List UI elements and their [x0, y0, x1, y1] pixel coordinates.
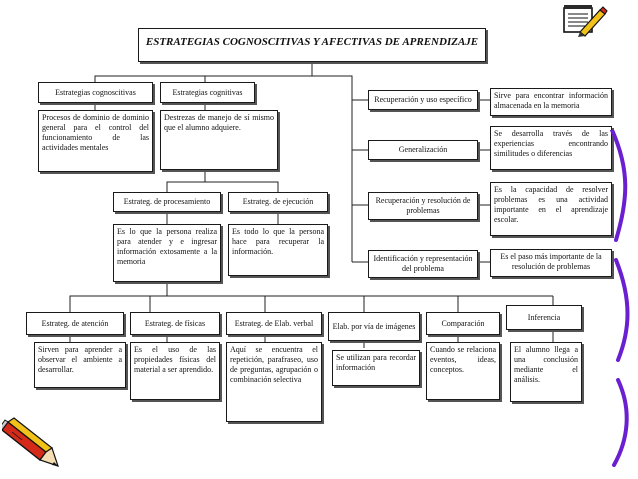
node-cognoscitivas: Estrategias cognoscitivas: [38, 82, 153, 103]
node-ejecucion-desc: Es todo lo que la persona hace para recu…: [228, 224, 328, 276]
node-procesamiento-desc: Es lo que la persona realiza para atende…: [113, 224, 221, 282]
node-generalizacion: Generalización: [368, 140, 478, 160]
node-identificacion: Identificación y representación del prob…: [368, 250, 478, 278]
node-inferencia-desc: El alumno llega a una conclusión mediant…: [510, 342, 582, 402]
node-fisicas-desc: Es el uso de las propiedades físicas del…: [130, 342, 220, 400]
node-imagenes: Elab. por vía de imágenes: [328, 312, 420, 341]
node-verbal-desc: Aquí se encuentra el repetición, parafra…: [226, 342, 322, 422]
decorative-curves: [610, 130, 630, 467]
node-atencion: Estrateg. de atención: [26, 312, 124, 335]
node-resolucion-desc: Es la capacidad de resolver problemas es…: [490, 182, 612, 236]
node-cognitivas: Estrategias cognitivas: [160, 82, 255, 103]
node-atencion-desc: Sirven para aprender a observar el ambie…: [34, 342, 126, 388]
pencil-icon: [2, 417, 59, 467]
diagram-title: ESTRATEGIAS COGNOSCITIVAS Y AFECTIVAS DE…: [138, 28, 486, 62]
node-verbal: Estrateg. de Elab. verbal: [226, 312, 322, 335]
node-imagenes-desc: Se utilizan para recordar información: [332, 350, 420, 386]
node-generalizacion-desc: Se desarrolla través de las experiencias…: [490, 126, 612, 170]
node-resolucion: Recuperación y resolución de problemas: [368, 192, 478, 220]
node-fisicas: Estrateg. de físicas: [130, 312, 220, 335]
node-procesamiento: Estrateg. de procesamiento: [113, 192, 221, 212]
node-recuperacion: Recuperación y uso específico: [368, 90, 478, 110]
node-cognoscitivas-desc: Procesos de dominio de dominio general p…: [38, 110, 153, 172]
node-inferencia: Inferencia: [506, 305, 582, 330]
node-identificacion-desc: Es el paso más importante de la resoluci…: [490, 249, 612, 277]
node-comparacion: Comparación: [426, 312, 500, 335]
node-recuperacion-desc: Sirve para encontrar información almacen…: [490, 88, 612, 116]
node-ejecucion: Estrateg. de ejecución: [228, 192, 328, 212]
notepad-pencil-icon: [563, 5, 608, 37]
node-comparacion-desc: Cuando se relaciona eventos, ideas, conc…: [426, 342, 500, 400]
node-cognitivas-desc: Destrezas de manejo de sí mismo que el a…: [160, 110, 278, 170]
